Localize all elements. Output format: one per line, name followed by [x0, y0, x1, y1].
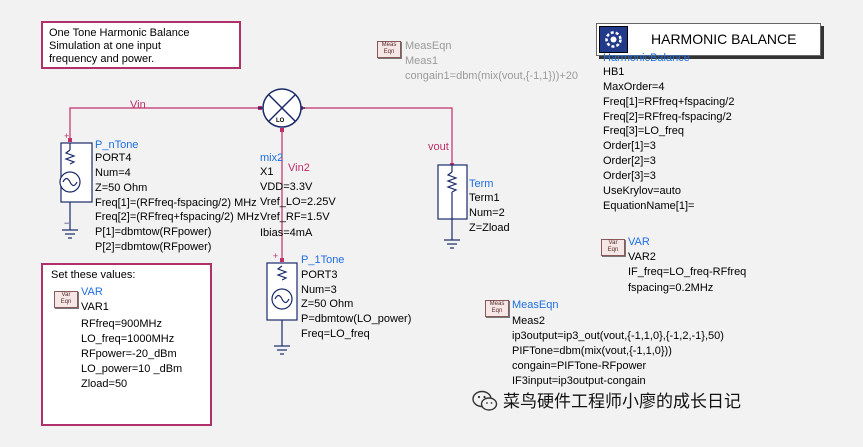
- badge-line-1: Meas: [381, 42, 397, 48]
- port4-param: P[2]=dbmtow(RFpower): [95, 241, 212, 253]
- wires: [69, 107, 453, 262]
- meas2-type: MeasEqn: [512, 299, 559, 311]
- hb-param: Freq[1]=RFfreq+fspacing/2: [603, 96, 735, 108]
- var1-name: VAR1: [81, 301, 109, 313]
- port3-symbol[interactable]: [266, 262, 298, 355]
- badge-line-1: Var: [608, 240, 618, 246]
- gear-icon: [599, 26, 628, 53]
- hb-name: HB1: [603, 66, 625, 78]
- mixer-lo-label: LO: [276, 118, 285, 124]
- port4-param: Z=50 Ohm: [95, 182, 148, 194]
- hb-param: Order[1]=3: [603, 140, 656, 152]
- term1-symbol[interactable]: [437, 164, 468, 249]
- description-note: One Tone Harmonic Balance Simulation at …: [41, 21, 241, 69]
- meas2-param: congain=PIFTone-RFpower: [512, 360, 647, 372]
- meas1-expr: congain1=dbm(mix(vout,{-1,1}))+20: [405, 70, 579, 82]
- var2-name: VAR2: [628, 251, 656, 263]
- badge-line-2: Eqn: [383, 49, 395, 55]
- hb-param: EquationName[1]=: [603, 200, 695, 212]
- var2-param: IF_freq=LO_freq-RFfreq: [628, 266, 747, 278]
- var1-type: VAR: [81, 286, 103, 298]
- term1-param: Z=Zload: [469, 222, 510, 234]
- net-vin2: Vin2: [288, 162, 310, 174]
- hb-param: Order[3]=3: [603, 170, 656, 182]
- hb-param: Order[2]=3: [603, 155, 656, 167]
- badge-line-2: Eqn: [60, 299, 72, 305]
- meas2-param: PIFTone=dbm(mix(vout,{-1,1,0})): [512, 345, 672, 357]
- term1-type: Term: [469, 178, 494, 190]
- mixer-symbol[interactable]: [258, 88, 305, 128]
- meas1-type: MeasEqn: [405, 40, 452, 52]
- net-vout: vout: [428, 141, 449, 153]
- mixer-name: X1: [260, 166, 274, 178]
- var1-param: RFpower=-20_dBm: [81, 348, 177, 360]
- var2-type: VAR: [628, 236, 650, 248]
- var1-param: Zload=50: [81, 378, 128, 390]
- wechat-icon: [472, 389, 498, 413]
- port4-param: Freq[1]=(RFfreq-fspacing/2) MHz: [95, 197, 257, 209]
- port3-type: P_1Tone: [301, 254, 345, 266]
- port4-type: P_nTone: [95, 139, 139, 151]
- net-vin: Vin: [130, 99, 146, 111]
- mixer-param: Ibias=4mA: [260, 227, 313, 239]
- wire-vin: [69, 107, 262, 112]
- meas2-param: IF3input=ip3output-congain: [512, 375, 646, 387]
- note-line-1: One Tone Harmonic Balance: [49, 27, 190, 39]
- meas2-name: Meas2: [512, 315, 546, 327]
- svg-text:+: +: [64, 131, 69, 141]
- set-values-title: Set these values:: [51, 269, 136, 281]
- var2-param: fspacing=0.2MHz: [628, 282, 714, 294]
- set-values-note: Set these values:: [41, 263, 212, 426]
- port4-param: P[1]=dbmtow(RFpower): [95, 226, 212, 238]
- port3-param: P=dbmtow(LO_power): [301, 313, 412, 325]
- port4-symbol[interactable]: [59, 142, 93, 239]
- hb-title: HARMONIC BALANCE: [651, 31, 797, 47]
- var1-param: RFfreq=900MHz: [81, 318, 163, 330]
- port3-param: Num=3: [301, 284, 337, 296]
- port3-param: Freq=LO_freq: [301, 328, 370, 340]
- note-line-3: frequency and power.: [49, 53, 155, 65]
- port3-param: Z=50 Ohm: [301, 298, 354, 310]
- port3-name: PORT3: [301, 269, 338, 281]
- harmonic-balance-box[interactable]: HARMONIC BALANCE: [596, 23, 821, 56]
- badge-line-1: Meas: [489, 301, 505, 307]
- svg-text:−: −: [64, 218, 69, 228]
- meas1-badge[interactable]: Meas Eqn: [377, 41, 401, 58]
- hb-param: MaxOrder=4: [603, 81, 665, 93]
- badge-line-1: Var: [61, 292, 71, 298]
- term1-param: Num=2: [469, 207, 505, 219]
- meas2-param: ip3output=ip3_out(vout,{-1,1,0},{-1,2,-1…: [512, 330, 724, 342]
- hb-param: UseKrylov=auto: [603, 185, 681, 197]
- mixer-param: Vref_LO=2.25V: [260, 196, 336, 208]
- var1-badge[interactable]: Var Eqn: [54, 291, 78, 308]
- meas2-badge[interactable]: Meas Eqn: [485, 300, 509, 317]
- port4-name: PORT4: [95, 152, 132, 164]
- term1-name: Term1: [469, 192, 500, 204]
- mixer-param: VDD=3.3V: [260, 181, 313, 193]
- hb-param: Freq[2]=RFfreq-fspacing/2: [603, 111, 732, 123]
- note-line-2: Simulation at one input: [49, 40, 161, 52]
- svg-text:+: +: [273, 251, 278, 261]
- port4-param: Freq[2]=(RFfreq+fspacing/2) MHz: [95, 211, 260, 223]
- wire-vout: [300, 107, 453, 165]
- mixer-param: Vref_RF=1.5V: [260, 211, 330, 223]
- badge-line-2: Eqn: [607, 247, 619, 253]
- watermark-text: 菜鸟硬件工程师小廖的成长日记: [503, 392, 741, 412]
- hb-type: HarmonicBalance: [603, 52, 690, 64]
- var2-badge[interactable]: Var Eqn: [601, 239, 625, 256]
- var1-param: LO_freq=1000MHz: [81, 333, 175, 345]
- mixer-type: mix2: [260, 152, 284, 164]
- hb-param: Freq[3]=LO_freq: [603, 125, 685, 137]
- meas1-name: Meas1: [405, 55, 439, 67]
- badge-line-2: Eqn: [491, 308, 503, 314]
- port4-param: Num=4: [95, 167, 131, 179]
- var1-param: LO_power=10 _dBm: [81, 363, 183, 375]
